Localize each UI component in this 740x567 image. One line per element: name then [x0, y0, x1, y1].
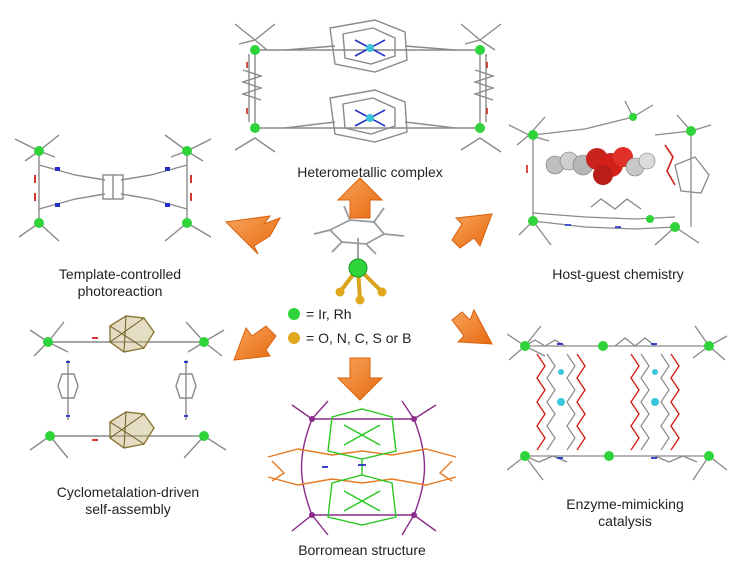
borromean-structure: [267, 400, 457, 536]
arrow-down-icon: [336, 357, 384, 401]
donor-dot-icon: [288, 332, 300, 344]
caption-borromean: Borromean structure: [298, 542, 426, 558]
arrow-up-icon: [336, 177, 384, 219]
caption-heterometallic: Heterometallic complex: [297, 164, 443, 180]
arrow-up-right-icon: [451, 213, 493, 249]
heterometallic-structure: [234, 19, 502, 153]
enzyme-mimicking-structure: [506, 325, 728, 481]
legend-donor: = O, N, C, S or B: [288, 330, 411, 346]
central-metal-unit: [313, 205, 405, 305]
arrow-up-left-icon: [224, 215, 282, 255]
caption-cyclometalation: Cyclometalation-driven self-assembly: [56, 484, 200, 517]
arrow-down-right-icon: [451, 308, 493, 345]
cyclometalation-structure: [29, 315, 227, 459]
caption-template-photoreaction: Template-controlled photoreaction: [58, 266, 182, 299]
host-guest-structure: [508, 100, 712, 246]
arrow-down-left-icon: [233, 325, 277, 361]
template-photoreaction-structure: [14, 134, 212, 242]
legend-metal-label: = Ir, Rh: [306, 306, 352, 322]
caption-enzyme-mimicking: Enzyme-mimicking catalysis: [566, 496, 684, 529]
legend-metal: = Ir, Rh: [288, 306, 352, 322]
caption-host-guest: Host-guest chemistry: [552, 266, 684, 282]
metal-dot-icon: [288, 308, 300, 320]
legend-donor-label: = O, N, C, S or B: [306, 330, 412, 346]
